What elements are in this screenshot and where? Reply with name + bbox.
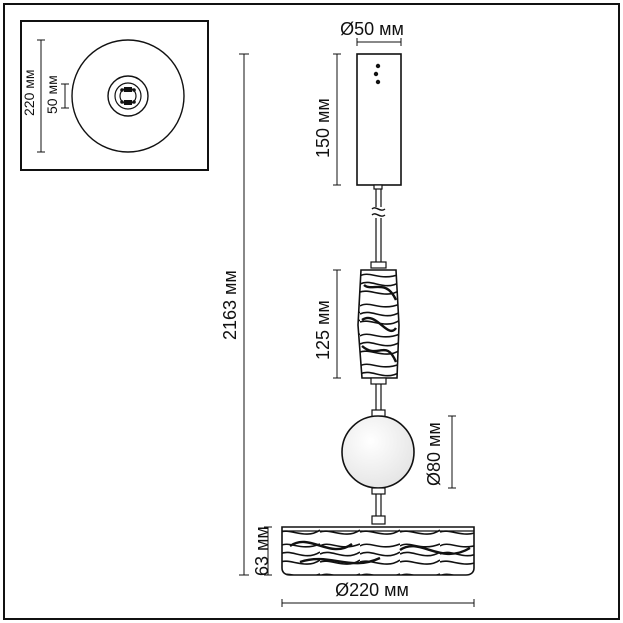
sphere-diameter-label: Ø80 мм [424, 422, 444, 486]
suspension-rod [370, 184, 387, 269]
outer-frame [3, 3, 620, 620]
shade-height-label: 63 мм [252, 526, 272, 576]
top-view-inset: 220 мм 50 мм [20, 20, 209, 171]
canopy-diameter-dimension: Ø50 мм [340, 19, 404, 46]
shade-height-dimension: 63 мм [252, 526, 272, 576]
tube-height-dimension: 125 мм [313, 269, 341, 379]
inset-inner-diameter-label: 50 мм [44, 75, 60, 114]
canopy-height-dimension: 150 мм [313, 53, 341, 186]
canopy-diameter-label: Ø50 мм [340, 19, 404, 39]
top-view-shade-outline [71, 39, 185, 153]
shade-diameter-dimension: Ø220 мм [281, 580, 475, 607]
sphere-diameter-dimension: Ø80 мм [424, 415, 456, 489]
top-view-canopy-outer [107, 75, 149, 117]
sphere-connector [370, 377, 387, 418]
shade-diameter-label: Ø220 мм [335, 580, 409, 600]
shade-connector [371, 487, 386, 525]
canopy [356, 53, 402, 186]
tube-height-label: 125 мм [313, 300, 333, 360]
inset-outer-diameter-label: 220 мм [21, 70, 37, 117]
total-height-dimension: 2163 мм [220, 53, 249, 576]
glass-sphere [341, 415, 415, 489]
marble-tube [357, 269, 400, 379]
marble-shade [281, 526, 475, 576]
top-view-canopy-inner [114, 82, 142, 110]
total-height-label: 2163 мм [220, 270, 240, 340]
canopy-height-label: 150 мм [313, 98, 333, 158]
